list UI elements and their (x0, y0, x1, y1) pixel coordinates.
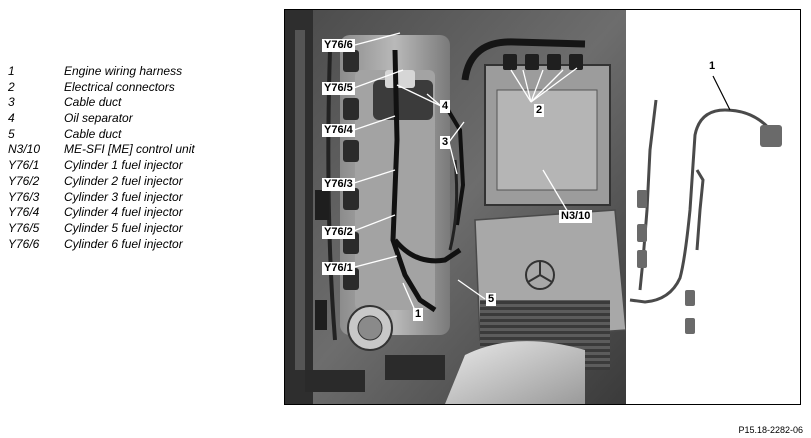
legend-description: Cable duct (64, 126, 122, 141)
legend-description: Cylinder 4 fuel injector (64, 205, 183, 220)
legend-code: Y76/5 (8, 220, 40, 235)
legend-code: Y76/2 (8, 173, 40, 188)
harness-leader (712, 75, 731, 111)
callout-y76-2: Y76/2 (322, 226, 355, 239)
legend-description: Cylinder 3 fuel injector (64, 189, 183, 204)
wiring-harness (390, 49, 437, 313)
legend-description: Electrical connectors (64, 79, 175, 94)
callout-leader-lines (350, 32, 782, 334)
air-duct (445, 341, 585, 404)
legend-code: N3/10 (8, 142, 41, 157)
injector-bodies (343, 50, 359, 290)
callout-3: 3 (440, 136, 451, 149)
callout-y76-5: Y76/5 (322, 82, 355, 95)
legend-code: 4 (8, 111, 15, 126)
control-unit-face (496, 89, 598, 191)
legend-code: 5 (8, 126, 15, 141)
callout-y76-4: Y76/4 (322, 124, 355, 137)
legend-description: ME-SFI [ME] control unit (64, 142, 195, 157)
legend-description: Cable duct (64, 95, 122, 110)
wiring-harness-drawing (629, 99, 775, 304)
legend-code: Y76/6 (8, 236, 40, 251)
legend-code: 2 (8, 79, 15, 94)
legend-code: 3 (8, 95, 15, 110)
figure-frame: Y76/6 Y76/5 Y76/4 Y76/3 Y76/2 Y76/1 4 3 … (284, 9, 801, 405)
cable-duct (461, 38, 586, 81)
frame-rail-edge (295, 30, 305, 370)
callout-4: 4 (440, 100, 451, 113)
legend-code: Y76/3 (8, 189, 40, 204)
legend-code: Y76/1 (8, 158, 40, 173)
callout-n3-10: N3/10 (559, 210, 593, 223)
legend-description: Cylinder 2 fuel injector (64, 173, 183, 188)
figure-id: P15.18-2282-06 (738, 425, 803, 435)
callout-y76-1: Y76/1 (322, 262, 355, 275)
callout-y76-3: Y76/3 (322, 178, 355, 191)
legend-description: Cylinder 5 fuel injector (64, 220, 183, 235)
control-unit-connectors (503, 54, 583, 70)
legend-description: Cylinder 6 fuel injector (64, 236, 183, 251)
legend-code: Y76/4 (8, 205, 40, 220)
callout-2: 2 (534, 104, 545, 117)
legend-code: 1 (8, 64, 15, 78)
harness-connectors (637, 125, 782, 334)
callout-1-photo: 1 (413, 308, 424, 321)
callout-y76-6: Y76/6 (322, 39, 355, 52)
legend-description: Cylinder 1 fuel injector (64, 158, 183, 173)
callout-1-harness: 1 (709, 60, 716, 72)
legend-description: Oil separator (64, 111, 133, 126)
oil-separator (373, 80, 433, 120)
legend-description: Engine wiring harness (64, 64, 183, 78)
callout-5: 5 (486, 293, 497, 306)
